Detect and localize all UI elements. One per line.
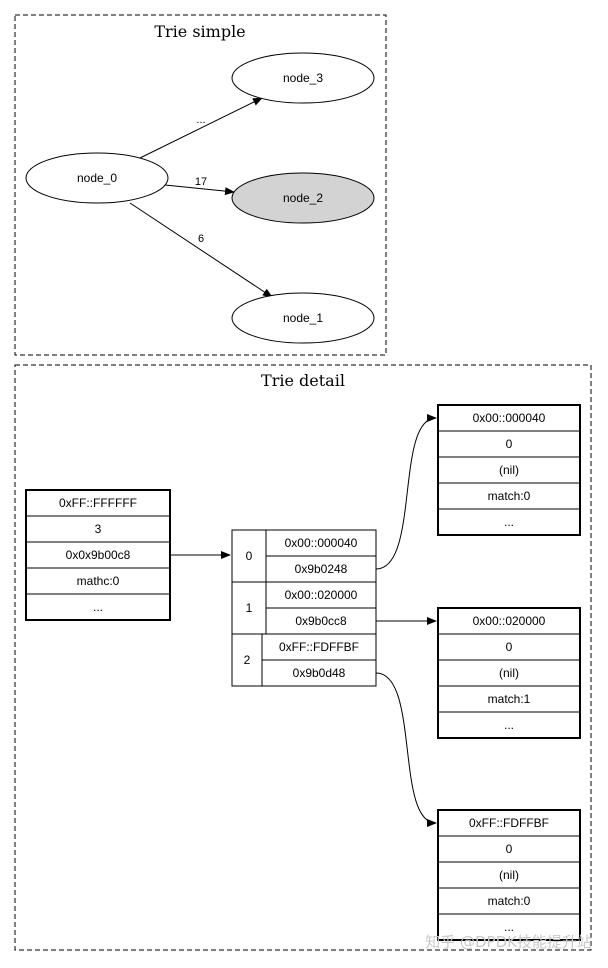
table-row-1-index: 1 [246, 601, 253, 615]
table-row-2-index: 2 [244, 653, 251, 667]
edge-row0-to-child-a [375, 414, 437, 570]
root-more: ... [93, 600, 103, 614]
child-record-c: 0xFF::FDFFBF 0 (nil) match:0 ... [437, 809, 581, 941]
table-row-0-key: 0x00::000040 [285, 536, 358, 550]
child-c-pointer: (nil) [499, 868, 519, 882]
child-a-more: ... [504, 515, 514, 529]
node-1: node_1 [231, 292, 375, 344]
child-c-count: 0 [506, 842, 513, 856]
node-2-label: node_2 [283, 191, 323, 205]
watermark: 知乎 @DPDK技能提升站 [425, 933, 592, 951]
cluster-trie-detail: Trie detail 0xFF::FFFFFF 3 0x0x9b00c8 ma… [14, 364, 592, 951]
cluster-trie-simple: Trie simple ... 17 6 node_0 node_3 node_… [14, 14, 387, 356]
edge-node0-node3: ... [139, 97, 263, 159]
node-0: node_0 [25, 152, 169, 204]
child-record-b: 0x00::020000 0 (nil) match:1 ... [437, 607, 581, 739]
node-3: node_3 [231, 52, 375, 104]
child-b-more: ... [504, 718, 514, 732]
root-pointer: 0x0x9b00c8 [66, 548, 131, 562]
child-c-prefix: 0xFF::FDFFBF [469, 816, 549, 830]
cluster-title-detail: Trie detail [261, 371, 345, 390]
table-row-0-ptr: 0x9b0248 [295, 562, 348, 576]
child-c-more: ... [504, 920, 514, 934]
cluster-title-simple: Trie simple [154, 22, 245, 41]
child-b-count: 0 [506, 640, 513, 654]
root-match: mathc:0 [77, 574, 120, 588]
child-b-prefix: 0x00::020000 [473, 614, 546, 628]
child-a-count: 0 [506, 437, 513, 451]
root-count: 3 [95, 522, 102, 536]
edge-node0-node2: 17 [164, 176, 235, 196]
edge-row2-to-child-c [375, 672, 437, 827]
child-table: 0 0x00::000040 0x9b0248 1 0x00::020000 0… [231, 529, 377, 687]
table-row-2-key: 0xFF::FDFFBF [279, 640, 359, 654]
child-b-pointer: (nil) [499, 666, 519, 680]
child-a-pointer: (nil) [499, 463, 519, 477]
edge-label-node3: ... [196, 114, 205, 126]
child-a-match: match:0 [488, 489, 531, 503]
child-b-match: match:1 [488, 692, 531, 706]
node-0-label: node_0 [77, 171, 117, 185]
edge-node0-node1: 6 [129, 202, 273, 298]
root-record: 0xFF::FFFFFF 3 0x0x9b00c8 mathc:0 ... [25, 489, 171, 621]
edge-label-node2: 17 [195, 176, 207, 188]
child-record-a: 0x00::000040 0 (nil) match:0 ... [437, 404, 581, 536]
table-row-0-index: 0 [246, 549, 253, 563]
node-1-label: node_1 [283, 311, 323, 325]
table-row-1-ptr: 0x9b0cc8 [295, 614, 347, 628]
node-3-label: node_3 [283, 71, 323, 85]
child-c-match: match:0 [488, 894, 531, 908]
table-row-2-ptr: 0x9b0d48 [293, 666, 346, 680]
node-2: node_2 [231, 172, 375, 224]
table-row-1-key: 0x00::020000 [285, 588, 358, 602]
edge-label-node1: 6 [198, 233, 204, 245]
root-prefix: 0xFF::FFFFFF [59, 496, 137, 510]
child-a-prefix: 0x00::000040 [473, 411, 546, 425]
